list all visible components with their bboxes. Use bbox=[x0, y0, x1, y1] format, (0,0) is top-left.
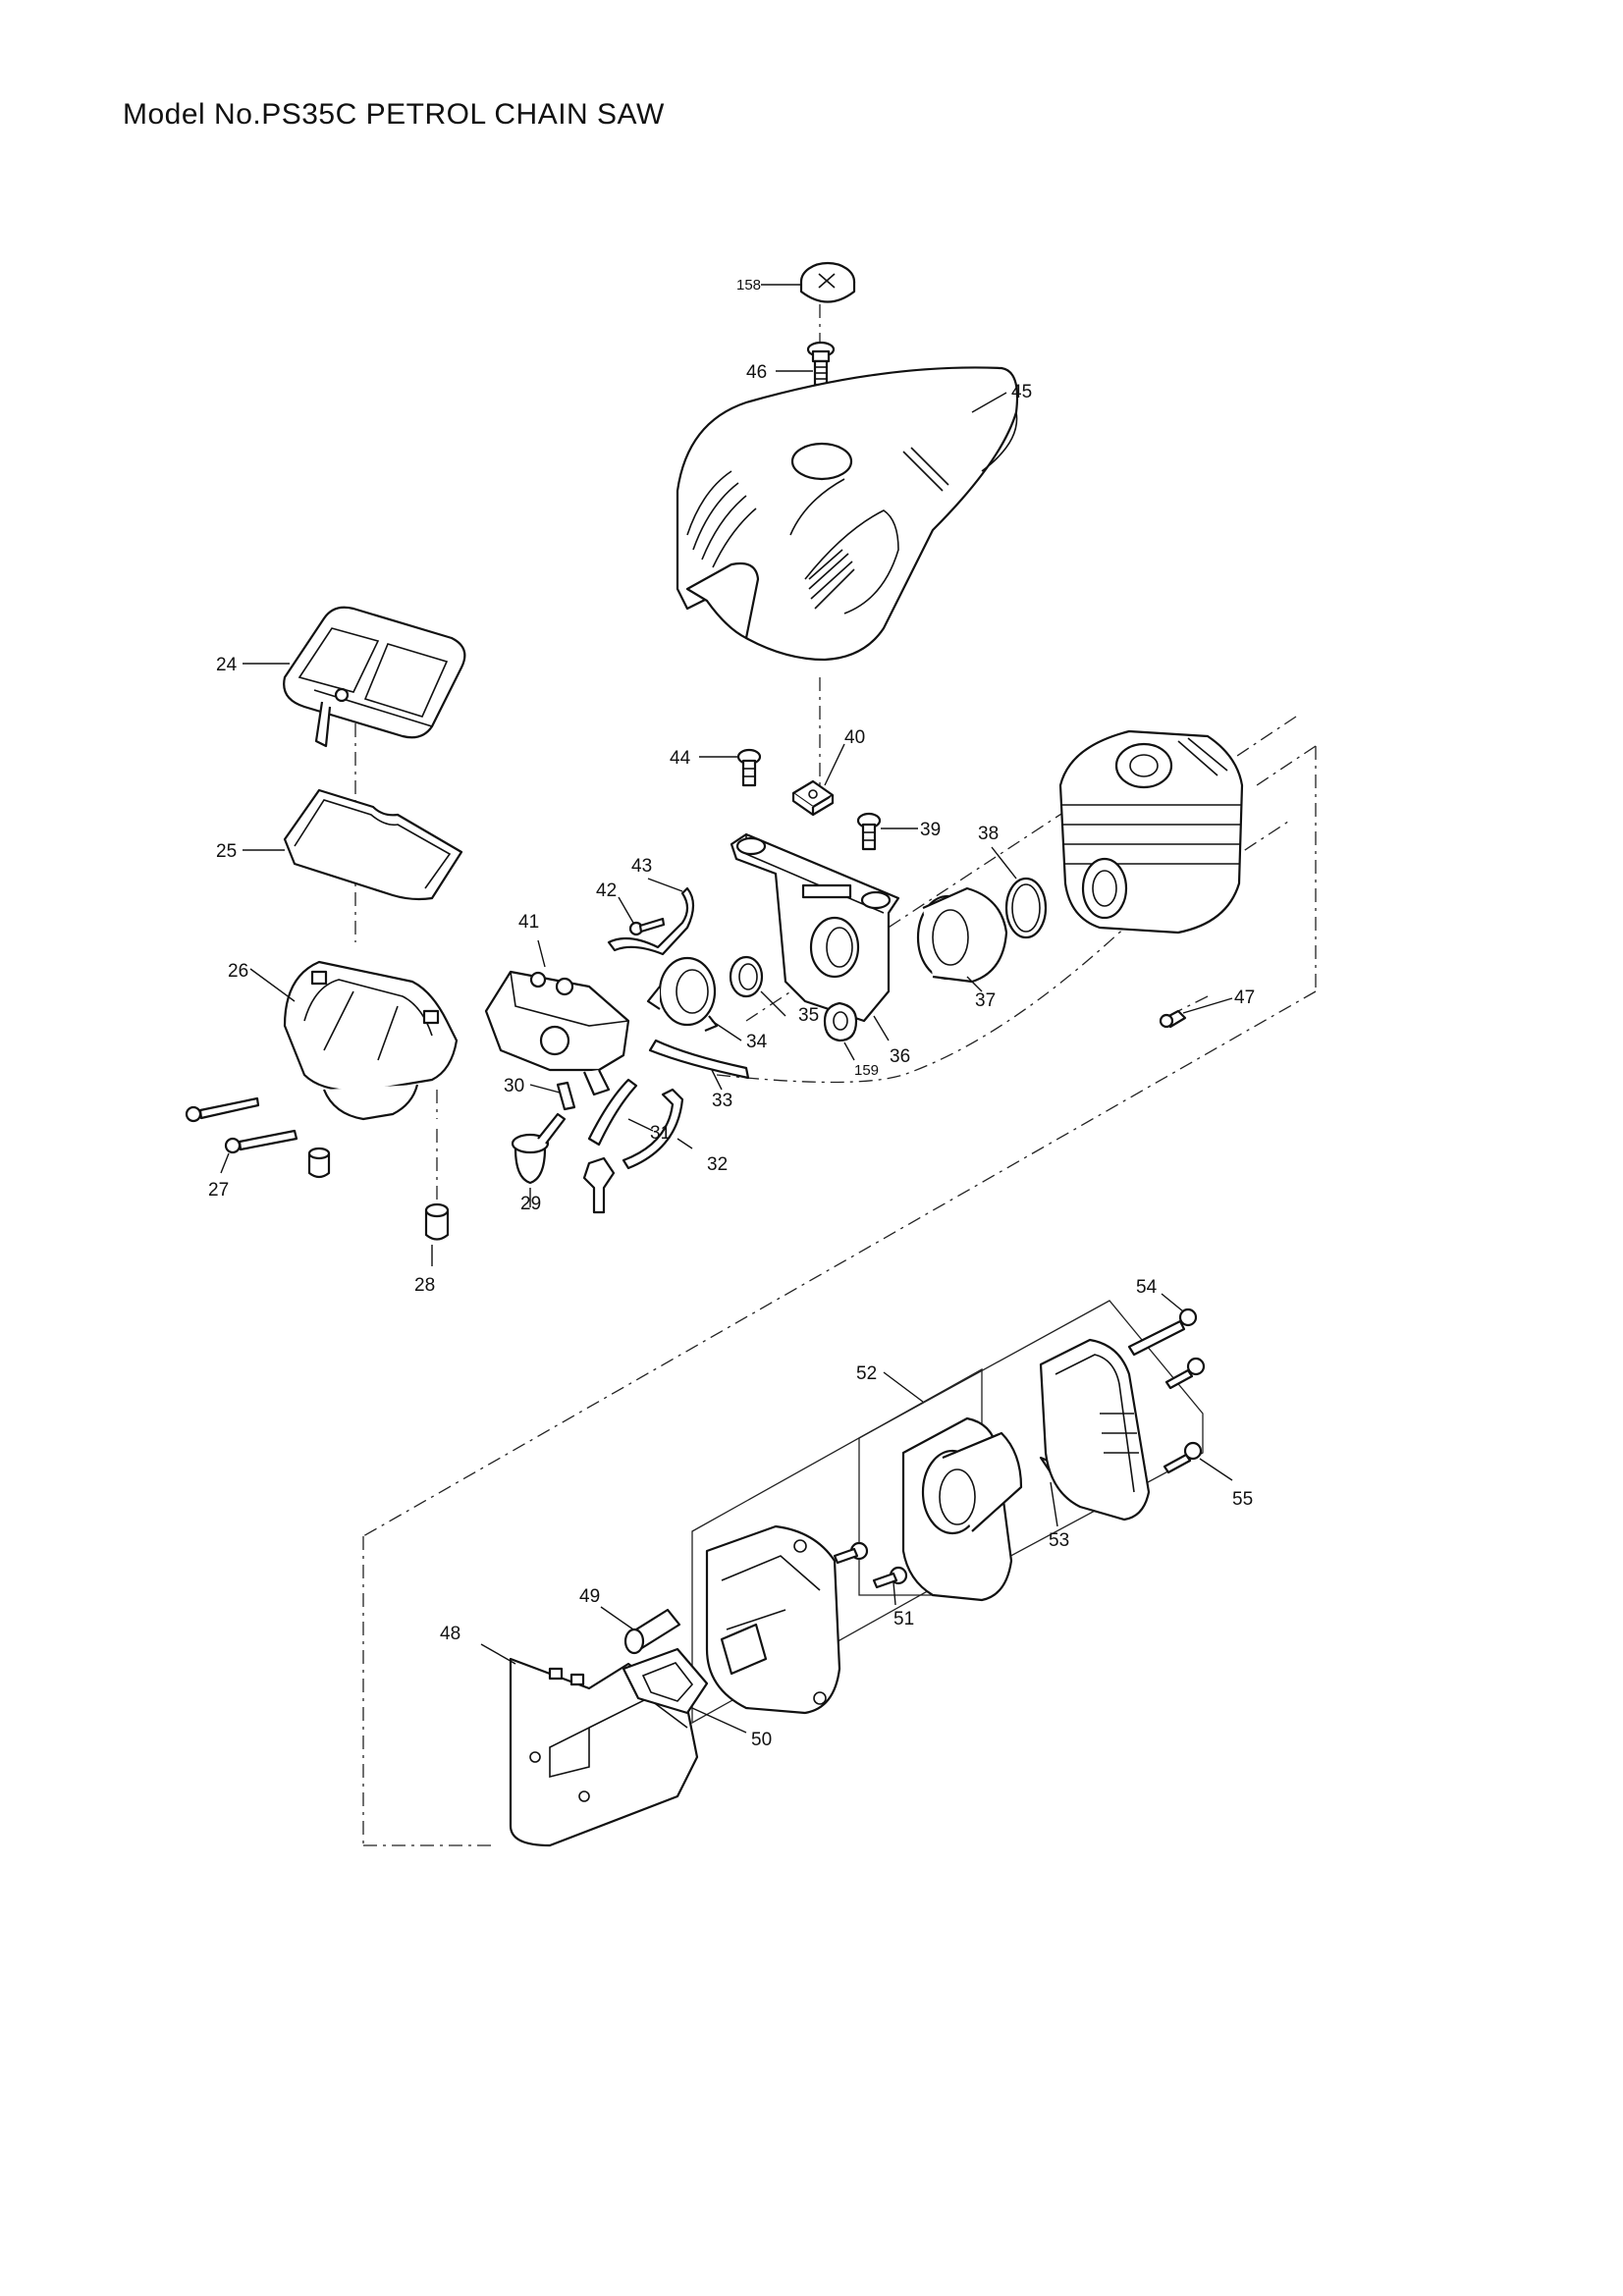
part-158-cap bbox=[799, 261, 856, 303]
label-38: 38 bbox=[978, 824, 999, 844]
label-49: 49 bbox=[579, 1586, 600, 1607]
cylinder bbox=[1058, 729, 1244, 934]
label-32: 32 bbox=[707, 1154, 728, 1175]
label-53: 53 bbox=[1049, 1530, 1069, 1551]
label-51: 51 bbox=[893, 1609, 914, 1629]
part-31-hose bbox=[587, 1078, 638, 1147]
part-44-screw bbox=[736, 748, 762, 787]
part-159-grommet bbox=[823, 1001, 858, 1042]
label-52: 52 bbox=[856, 1363, 877, 1384]
label-28: 28 bbox=[414, 1275, 435, 1296]
label-37: 37 bbox=[975, 990, 996, 1011]
label-40: 40 bbox=[844, 727, 865, 748]
label-31: 31 bbox=[650, 1123, 671, 1144]
part-50-gasket bbox=[622, 1647, 709, 1715]
label-39: 39 bbox=[920, 820, 941, 840]
part-36-intake-body bbox=[730, 832, 900, 1023]
part-27-screws bbox=[185, 1096, 298, 1154]
part-24-air-filter bbox=[283, 606, 466, 748]
part-rubber-buffer bbox=[307, 1147, 331, 1179]
part-34-insulator bbox=[646, 956, 719, 1033]
part-33-impulse-hose bbox=[648, 1039, 750, 1080]
label-26: 26 bbox=[228, 961, 248, 982]
label-45: 45 bbox=[1011, 382, 1032, 402]
part-26-air-box bbox=[283, 960, 459, 1121]
label-48: 48 bbox=[440, 1624, 460, 1644]
label-158: 158 bbox=[736, 277, 761, 294]
part-52-muffler-plate bbox=[901, 1416, 1023, 1602]
part-35-ring bbox=[729, 955, 764, 998]
part-46-screw bbox=[806, 341, 836, 387]
part-25-filter-element bbox=[283, 788, 463, 901]
part-32-fuel-hose bbox=[582, 1088, 684, 1214]
label-29: 29 bbox=[520, 1194, 541, 1214]
part-55-bolt bbox=[1163, 1441, 1203, 1474]
label-46: 46 bbox=[746, 362, 767, 383]
label-43: 43 bbox=[631, 856, 652, 877]
part-37-manifold bbox=[916, 886, 1008, 984]
label-25: 25 bbox=[216, 841, 237, 862]
label-55: 55 bbox=[1232, 1489, 1253, 1510]
label-24: 24 bbox=[216, 655, 238, 675]
part-39-screw bbox=[856, 812, 882, 851]
part-45-top-cover bbox=[676, 366, 1019, 662]
part-28-buffer bbox=[424, 1202, 450, 1241]
label-30: 30 bbox=[504, 1076, 524, 1096]
label-42: 42 bbox=[596, 881, 617, 901]
part-29-primer bbox=[511, 1112, 567, 1185]
label-54: 54 bbox=[1136, 1277, 1158, 1298]
label-159: 159 bbox=[854, 1062, 879, 1079]
part-51-screws bbox=[833, 1541, 908, 1589]
part-30-hose bbox=[556, 1081, 576, 1111]
label-50: 50 bbox=[751, 1730, 772, 1750]
page-title: Model No.PS35C PETROL CHAIN SAW bbox=[123, 98, 665, 131]
leader-lines bbox=[220, 284, 1233, 1734]
part-42-screw bbox=[628, 917, 666, 936]
label-27: 27 bbox=[208, 1180, 229, 1201]
part-38-o-ring bbox=[1004, 877, 1048, 939]
part-43-bracket bbox=[607, 886, 695, 956]
label-35: 35 bbox=[798, 1005, 819, 1026]
part-47-screw bbox=[1159, 1009, 1187, 1029]
muffler-body bbox=[705, 1524, 841, 1715]
part-54-bolt bbox=[1127, 1308, 1206, 1390]
label-36: 36 bbox=[890, 1046, 910, 1067]
part-labels: 158 46 45 24 25 26 27 28 29 30 31 32 33 … bbox=[208, 277, 1255, 1750]
part-41-carburetor bbox=[484, 970, 630, 1096]
part-49-spacer bbox=[623, 1608, 681, 1655]
label-44: 44 bbox=[670, 748, 691, 769]
label-34: 34 bbox=[746, 1032, 768, 1052]
label-47: 47 bbox=[1234, 988, 1255, 1008]
part-40-nut bbox=[791, 779, 835, 817]
label-33: 33 bbox=[712, 1091, 732, 1111]
muffler-cover bbox=[1039, 1338, 1151, 1522]
label-41: 41 bbox=[518, 912, 539, 933]
